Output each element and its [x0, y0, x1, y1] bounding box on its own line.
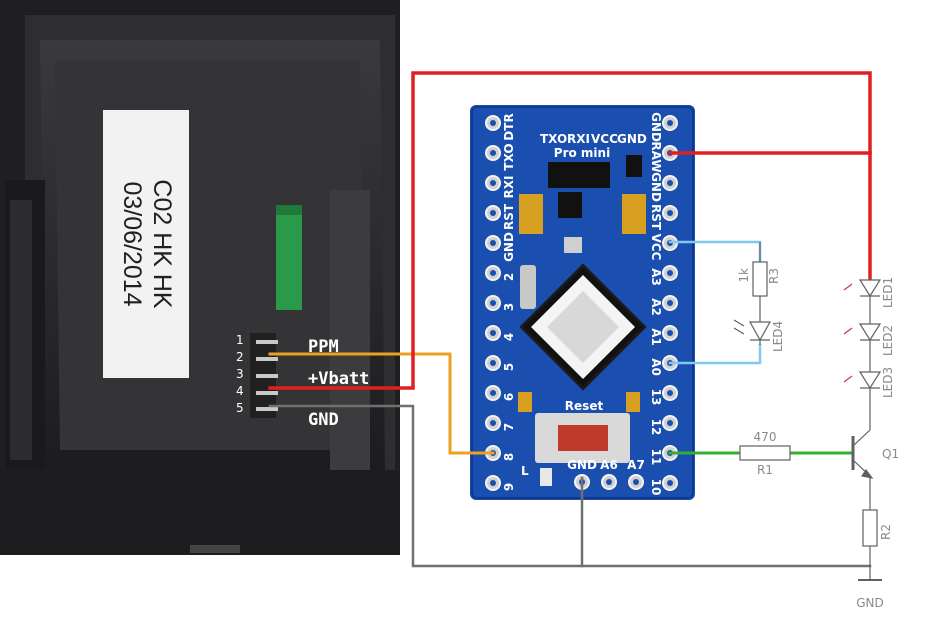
- left-pin-label: TXO: [502, 143, 516, 170]
- right-pin-label: 10: [649, 479, 663, 496]
- crystal: [520, 265, 536, 309]
- gnd-wire-label: GND: [308, 410, 339, 430]
- left-pin-label: 9: [502, 483, 516, 491]
- right-pin-label: GND: [649, 112, 663, 142]
- l-led-label: L: [521, 464, 529, 478]
- label-sticker: [103, 110, 189, 378]
- right-pin-label: GND: [649, 172, 663, 202]
- led2-label: LED2: [881, 325, 895, 356]
- ppm-wire: [268, 352, 495, 455]
- top-label-gnd: GND: [617, 132, 647, 146]
- r3-name: R3: [767, 268, 781, 284]
- right-pin-label: 11: [649, 449, 663, 466]
- connector-pin-2: 2: [236, 350, 244, 364]
- connector-pin-5: 5: [236, 401, 244, 415]
- left-pin-label: GND: [502, 232, 516, 262]
- top-label-vcc: VCC: [591, 132, 618, 146]
- r3-value: 1k: [737, 268, 751, 283]
- green-pcb-edge: [276, 205, 302, 310]
- led3-label: LED3: [881, 367, 895, 398]
- sticker-line-1: C02 HK HK: [148, 179, 176, 309]
- reset-label: Reset: [565, 399, 604, 413]
- led1-symbol: [858, 279, 882, 298]
- right-pin-label: 13: [649, 389, 663, 406]
- gnd-wire: [268, 404, 872, 568]
- left-pin-label: 3: [502, 303, 516, 311]
- right-pin-label: VCC: [649, 234, 663, 261]
- led4-symbol: [748, 321, 772, 342]
- left-pin-header: DTR TXO RXI RST GND 2 3 4 5 6 7 8 9: [485, 113, 516, 491]
- right-pin-label: 12: [649, 419, 663, 436]
- right-pin-label: A1: [649, 328, 663, 346]
- left-pin-label: 5: [502, 363, 516, 371]
- connector-pin-1: 1: [236, 333, 244, 347]
- right-pin-label: A3: [649, 268, 663, 286]
- left-pin-label: RXI: [502, 176, 516, 199]
- top-label-txo: TXO: [540, 132, 567, 146]
- vbatt-wire: [268, 71, 872, 390]
- top-label-rxi: RXI: [567, 132, 590, 146]
- right-pin-label: A0: [649, 358, 663, 376]
- led3-symbol: [858, 371, 882, 390]
- wires: [268, 71, 872, 568]
- right-pin-label: RAW: [649, 141, 663, 172]
- bottom-pin-label: GND: [567, 458, 597, 472]
- vbatt-label: +Vbatt: [308, 369, 369, 389]
- left-pin-label: 8: [502, 453, 516, 461]
- pro-mini-board: Reset L Pro mini TXO RXI VCC GND DTRTXOR…: [470, 105, 695, 500]
- q1-label: Q1: [882, 447, 899, 461]
- schematic-gnd-label: GND: [856, 596, 884, 610]
- left-pin-label: DTR: [502, 113, 516, 140]
- a0-to-led4-wire: [668, 343, 762, 365]
- regulator-chip: [548, 162, 610, 188]
- r1-resistor: [739, 445, 791, 461]
- board-title: Pro mini: [554, 146, 610, 160]
- left-pin-label: 7: [502, 423, 516, 431]
- connector-pin-3: 3: [236, 367, 244, 381]
- led1-label: LED1: [881, 277, 895, 308]
- right-pin-label: RST: [649, 204, 663, 231]
- left-pin-label: 4: [502, 333, 516, 341]
- capacitor-right: [622, 194, 646, 234]
- bottom-pin-label: A6: [600, 458, 618, 472]
- r3-resistor: [752, 261, 768, 297]
- sticker-line-2: 03/06/2014: [118, 181, 146, 306]
- led2-symbol: [858, 323, 882, 342]
- schematic: [733, 242, 882, 581]
- r2-resistor: [862, 509, 878, 547]
- left-pin-label: 6: [502, 393, 516, 401]
- connector-pin-4: 4: [236, 384, 244, 398]
- r1-value: 470: [754, 430, 777, 444]
- right-pin-label: A2: [649, 298, 663, 316]
- left-pin-label: 2: [502, 273, 516, 281]
- bottom-pin-label: A7: [627, 458, 645, 472]
- board-top-labels: TXO RXI VCC GND: [540, 132, 647, 146]
- left-pin-label: RST: [502, 203, 516, 230]
- ppm-label: PPM: [308, 337, 339, 357]
- capacitor-left: [519, 194, 543, 234]
- r1-name: R1: [757, 463, 773, 477]
- led4-label: LED4: [771, 321, 785, 352]
- r2-name: R2: [879, 524, 893, 540]
